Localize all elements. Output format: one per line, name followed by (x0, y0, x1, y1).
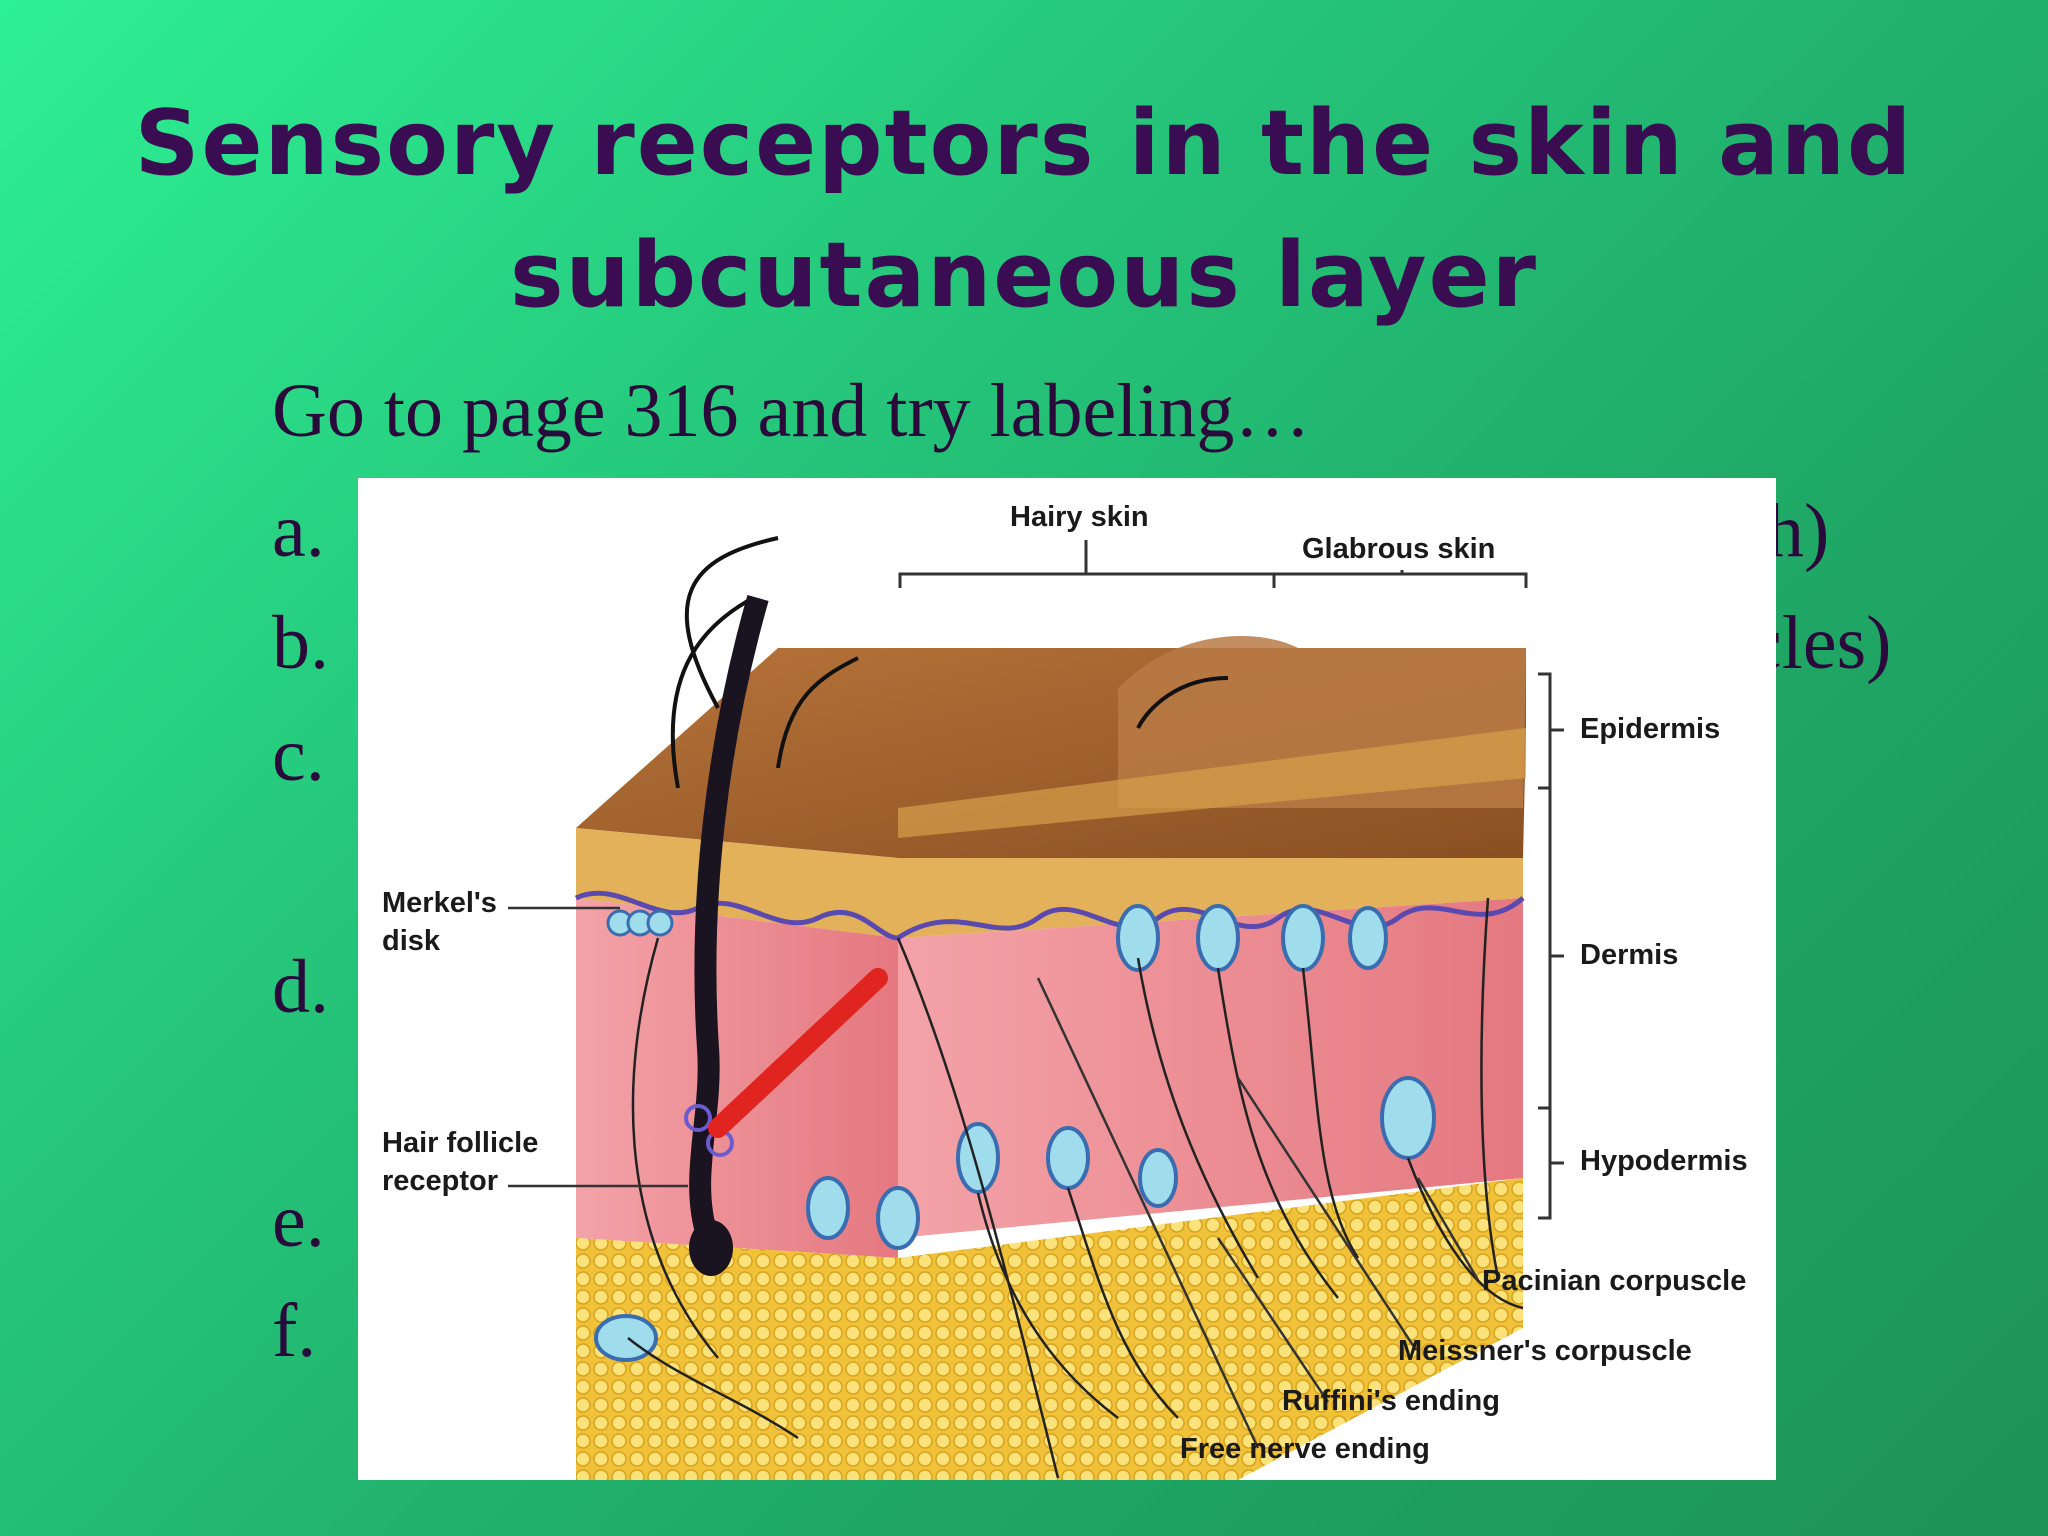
list-item-a-tail: h) (1766, 489, 1830, 573)
epidermis-layer (576, 828, 898, 938)
meissner-corpuscles (1116, 904, 1388, 972)
skin-block-illustration (508, 536, 1564, 1480)
dermis-layer (576, 898, 898, 1258)
label-ruffini-ending: Ruffini's ending (1282, 1385, 1500, 1417)
label-glabrous-skin: Glabrous skin (1302, 533, 1496, 565)
label-merkels-disk-line2: disk (382, 925, 441, 957)
label-hair-follicle-line2: receptor (382, 1165, 499, 1197)
slide-title-line2: subcutaneous layer (509, 223, 1539, 328)
intro-text: Go to page 316 and try labeling… (272, 369, 1311, 453)
label-hair-follicle-receptor: Hair follicle receptor (382, 1124, 538, 1200)
label-pacinian-corpuscle: Pacinian corpuscle (1482, 1265, 1747, 1297)
merkel-disks (606, 909, 674, 937)
hair-follicle (689, 594, 769, 1242)
hair-shaft (684, 536, 779, 709)
label-free-nerve-ending: Free nerve ending (1180, 1433, 1430, 1465)
leader-lines (508, 906, 1480, 1449)
skin-diagram: Hairy skin Glabrous skin Epidermis Dermi… (358, 478, 1776, 1480)
pacinian-corpuscles (594, 1076, 1436, 1362)
label-meissner-corpuscle: Meissner's corpuscle (1398, 1335, 1692, 1367)
hypodermis-layer (576, 1238, 898, 1480)
label-hypodermis: Hypodermis (1580, 1145, 1748, 1177)
label-hair-follicle-line1: Hair follicle (382, 1127, 539, 1159)
layer-brackets (898, 540, 1564, 1220)
list-item-b: b. (272, 601, 329, 685)
list-item-a: a. (272, 489, 325, 573)
list-item-c: c. (272, 713, 325, 797)
nerve-fibers (627, 897, 1524, 1479)
slide-title: Sensory receptors in the skin and subcut… (0, 78, 2048, 342)
label-merkels-disk: Merkel's disk (382, 884, 497, 960)
list-item-f: f. (272, 1289, 317, 1373)
label-epidermis: Epidermis (1580, 713, 1721, 745)
label-hairy-skin: Hairy skin (1010, 501, 1149, 533)
label-dermis: Dermis (1580, 939, 1679, 971)
list-item-d: d. (272, 945, 329, 1029)
slide-title-line1: Sensory receptors in the skin and (134, 91, 1914, 196)
label-merkels-disk-line1: Merkel's (382, 887, 497, 919)
ruffini-endings (806, 1176, 920, 1250)
list-item-e: e. (272, 1179, 325, 1263)
